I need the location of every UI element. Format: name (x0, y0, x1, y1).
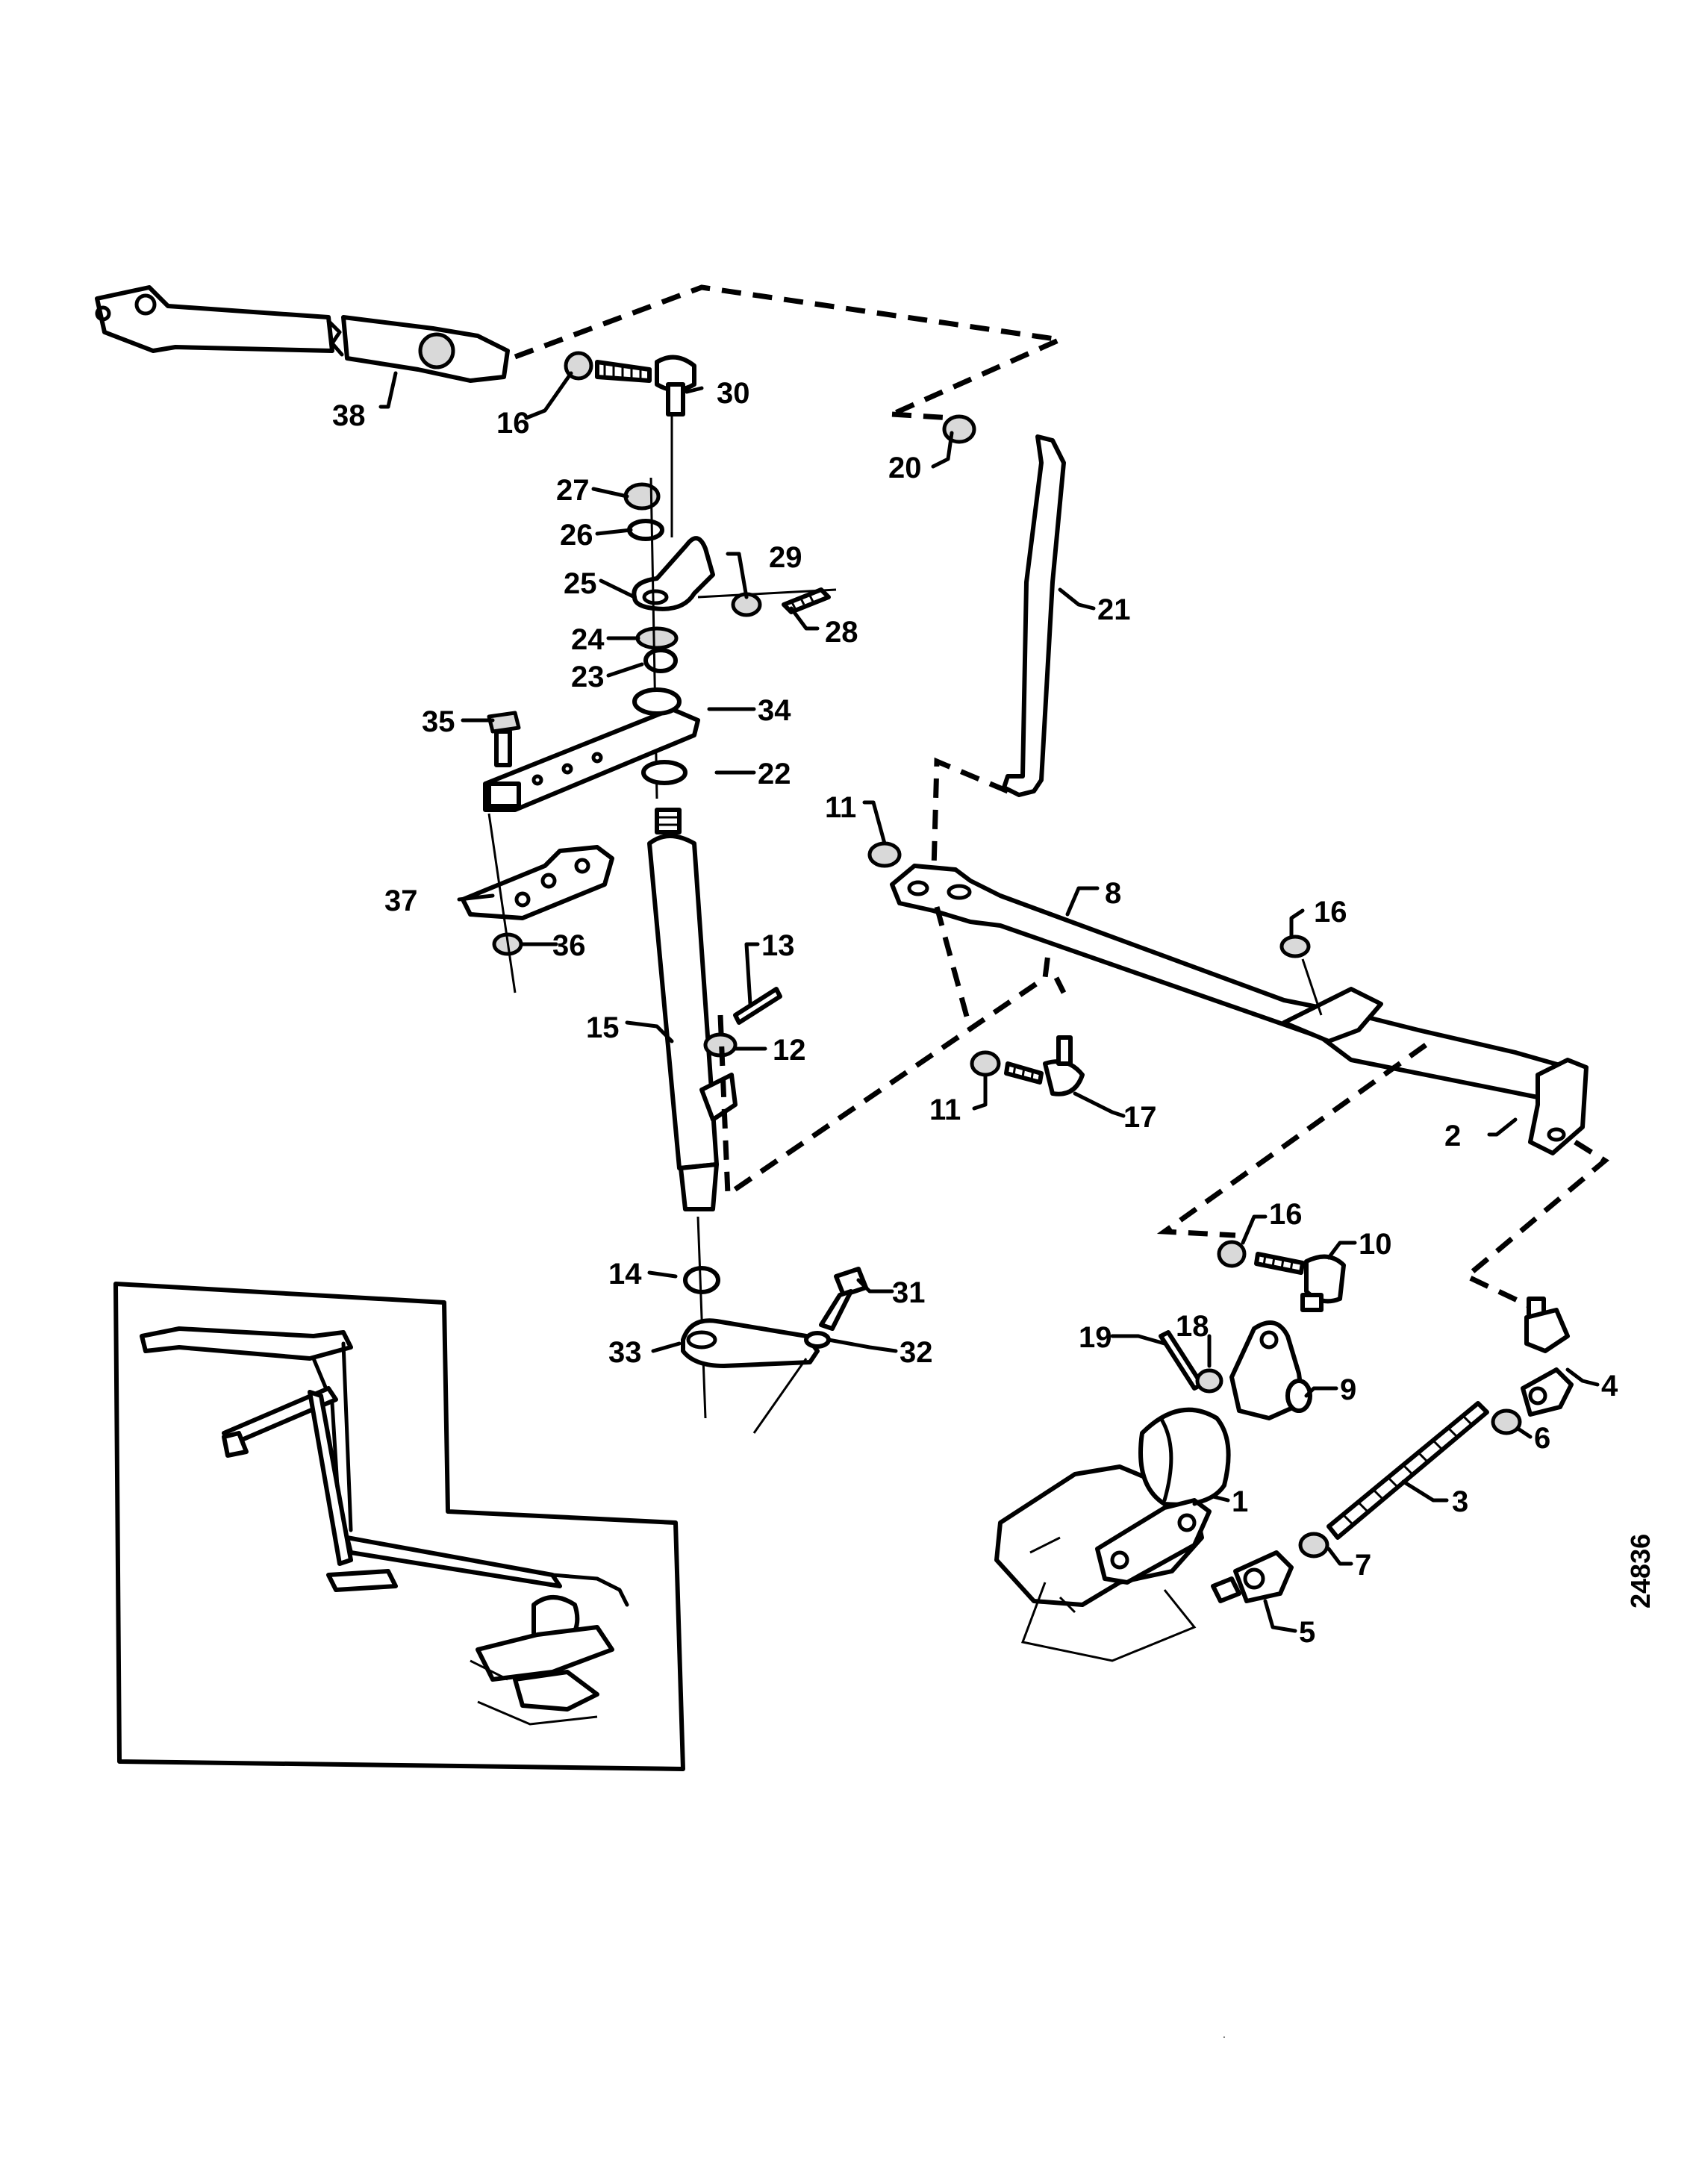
part-22-washer (641, 760, 688, 785)
part-1-mount (994, 1407, 1231, 1662)
part-11-nut-lower (970, 1050, 1001, 1077)
inset-overview (113, 1282, 685, 1771)
label-17: 17 (1123, 1101, 1157, 1134)
part-35-bolt (487, 711, 521, 767)
label-27: 27 (556, 474, 590, 507)
callout-labels: 38 16 30 27 26 25 29 28 24 23 20 21 35 3… (332, 377, 1618, 1649)
label-26: 26 (560, 519, 593, 552)
label-25: 25 (564, 567, 597, 600)
label-35: 35 (422, 705, 455, 738)
part-27-nut (623, 482, 661, 511)
part-24-washer (635, 626, 679, 650)
part-6-nut (1491, 1408, 1522, 1435)
label-28: 28 (825, 616, 858, 649)
label-29: 29 (769, 541, 802, 574)
stray-mark: . (1223, 2028, 1226, 2040)
label-12: 12 (773, 1034, 806, 1067)
part-28-bolt (782, 587, 831, 614)
label-15: 15 (586, 1011, 620, 1044)
label-30: 30 (717, 377, 750, 410)
label-34: 34 (758, 694, 791, 727)
label-37: 37 (384, 884, 418, 917)
part-37-plate (461, 845, 614, 920)
part-17-ball-joint (1004, 1035, 1085, 1096)
part-34-bracket (483, 687, 700, 812)
label-16-bar: 16 (1314, 896, 1347, 929)
part-30-ball-joint (564, 351, 696, 416)
part-3-threaded-rod (1326, 1401, 1489, 1540)
part-18-nut (1195, 1368, 1223, 1394)
part-23-bushing (643, 648, 678, 673)
dashed-guide-right (1156, 1043, 1609, 1313)
label-18: 18 (1176, 1310, 1209, 1343)
label-13: 13 (761, 929, 795, 962)
part-13-pin (733, 987, 782, 1025)
label-23: 23 (571, 661, 605, 693)
part-20-bushing (942, 414, 976, 444)
label-16-top: 16 (496, 407, 530, 440)
label-5: 5 (1299, 1616, 1315, 1649)
label-2: 2 (1444, 1120, 1461, 1152)
part-38-shift-rod (95, 285, 510, 383)
label-22: 22 (758, 758, 791, 790)
label-38: 38 (332, 399, 366, 432)
label-16-right: 16 (1269, 1198, 1303, 1231)
label-36: 36 (552, 929, 586, 962)
label-32: 32 (900, 1336, 933, 1369)
label-20: 20 (888, 452, 922, 484)
label-3: 3 (1452, 1485, 1468, 1518)
part-32-washer (804, 1331, 831, 1349)
part-11-nut-top (867, 841, 902, 868)
part-16-nut-bar (1279, 935, 1311, 958)
part-25-lever (632, 536, 715, 611)
part-10-ball-joint (1254, 1252, 1346, 1312)
label-14: 14 (608, 1258, 642, 1291)
part-9-bracket (1229, 1320, 1312, 1420)
part-4-ball-joint (1521, 1297, 1574, 1417)
label-9: 9 (1340, 1373, 1356, 1406)
part-16-nut-right (1217, 1240, 1247, 1268)
part-26-washer (627, 519, 664, 541)
label-4: 4 (1601, 1370, 1618, 1403)
label-33: 33 (608, 1336, 642, 1369)
part-5-ball-joint (1211, 1550, 1294, 1603)
label-8: 8 (1105, 877, 1121, 910)
part-21-rod (1002, 434, 1066, 797)
dashed-guide-mid (717, 947, 1052, 1199)
part-31-bolt (819, 1267, 868, 1331)
part-8-main-bar (890, 864, 1589, 1155)
dashed-guide-top (514, 284, 1070, 417)
label-24: 24 (571, 623, 605, 656)
part-7-nut (1298, 1532, 1329, 1559)
label-11-lower: 11 (929, 1093, 961, 1126)
label-6: 6 (1534, 1422, 1550, 1455)
part-15-tube (647, 808, 738, 1211)
part-33-lever (681, 1318, 820, 1368)
label-31: 31 (892, 1276, 926, 1309)
leader-lines (378, 371, 1600, 1633)
label-10: 10 (1359, 1228, 1392, 1261)
reference-number: 24836 (1625, 1534, 1656, 1609)
label-1: 1 (1232, 1485, 1248, 1518)
label-21: 21 (1097, 593, 1131, 626)
label-7: 7 (1355, 1549, 1371, 1582)
label-19: 19 (1079, 1321, 1112, 1354)
label-11-top: 11 (825, 791, 856, 824)
